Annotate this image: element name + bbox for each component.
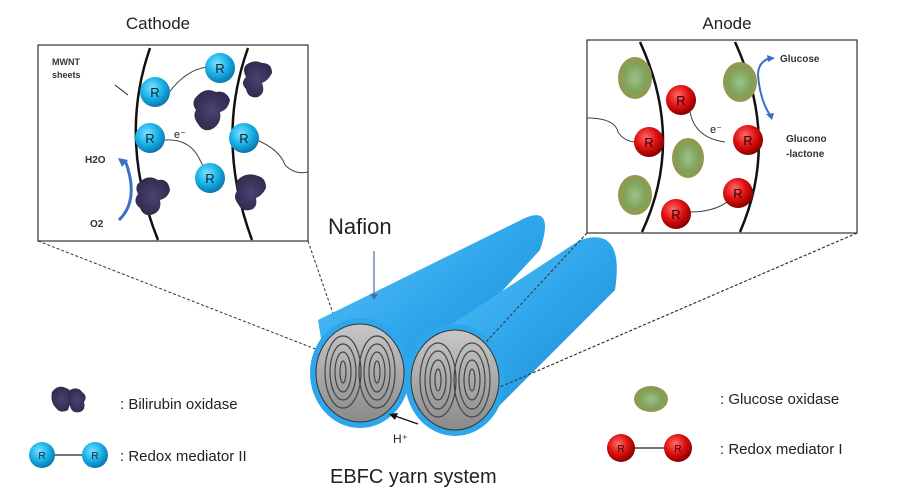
legend-glucose-oxidase-label: : Glucose oxidase [720,391,839,408]
mwnt-label: MWNT [52,57,80,67]
legend-mediator-i-label: : Redox mediator I [720,441,843,458]
svg-text:R: R [743,133,752,148]
svg-text:R: R [91,451,98,462]
mediator-ball-cyan: R [195,163,225,193]
gluconolactone-label-2: -lactone [786,149,825,160]
cathode-electron-label: e⁻ [174,129,186,141]
arrow-head-icon [389,413,398,420]
reaction-arrow-icon [117,159,133,222]
svg-text:R: R [617,444,624,455]
svg-text:R: R [733,186,742,201]
arrow-head-icon [118,158,128,167]
mediator-ball-red: R [661,199,691,229]
svg-text:R: R [215,61,224,76]
anode-panel: R R R R R e⁻ Glucose Glucono -lactone [586,39,858,234]
nafion-label: Nafion [328,214,392,239]
svg-text:R: R [239,131,248,146]
reaction-arrow-icon [756,57,771,116]
bilirubin-oxidase-icon [135,61,272,216]
cathode-title: Cathode [126,14,190,33]
arrow-head-icon [766,113,774,120]
glucose-label: Glucose [780,54,820,65]
redox-mediator-ii-icon: R R [29,442,108,468]
legend-mediator-ii-label: : Redox mediator II [120,448,247,465]
mediator-ball-red: R [634,127,664,157]
svg-text:R: R [644,135,653,150]
svg-text:R: R [150,85,159,100]
redox-mediator-i-group: R R R R R [634,85,763,229]
glucose-oxidase-icon [618,57,757,215]
anode-title: Anode [702,14,751,33]
svg-text:R: R [205,171,214,186]
arrow-tail-icon [767,55,775,62]
mediator-ball-red: R [666,85,696,115]
cathode-panel: R R R R R MWNT sheets e⁻ H2O O2 [37,44,309,242]
mediator-ball-cyan: R [140,77,170,107]
redox-mediator-ii-group: R R R R R [135,53,259,193]
arrow-head-icon [370,294,378,300]
mediator-ball-cyan: R [135,123,165,153]
o2-label: O2 [90,219,104,230]
mediator-ball-red: R [723,178,753,208]
legend-right: : Glucose oxidase R R : Redox mediator I [607,386,843,462]
svg-text:R: R [671,207,680,222]
mediator-ball-red: R [733,125,763,155]
legend-bilirubin-label: : Bilirubin oxidase [120,396,238,413]
legend-left: : Bilirubin oxidase R R : Redox mediator… [29,386,247,468]
mediator-ball-cyan: R [205,53,235,83]
h2o-label: H2O [85,155,106,166]
mwnt-pointer-arrow [114,84,129,96]
cathode-projection-line-left [37,240,319,351]
ebfc-yarn-cylinders [310,215,858,436]
svg-text:R: R [674,444,681,455]
cathode-yarn-cross-section [310,318,410,428]
svg-text:R: R [676,93,685,108]
proton-label: H⁺ [393,432,408,446]
proton-arrow [394,415,419,425]
gluconolactone-label: Glucono [786,134,827,145]
anode-yarn-cross-section [405,324,505,436]
mediator-ball-cyan: R [229,123,259,153]
redox-mediator-i-icon: R R [607,434,692,462]
anode-electron-label: e⁻ [710,124,722,136]
glucose-oxidase-icon [634,386,668,412]
bilirubin-oxidase-icon [51,386,86,413]
svg-text:R: R [38,451,45,462]
mwnt-label-2: sheets [52,70,81,80]
svg-text:R: R [145,131,154,146]
diagram-caption: EBFC yarn system [330,466,497,488]
